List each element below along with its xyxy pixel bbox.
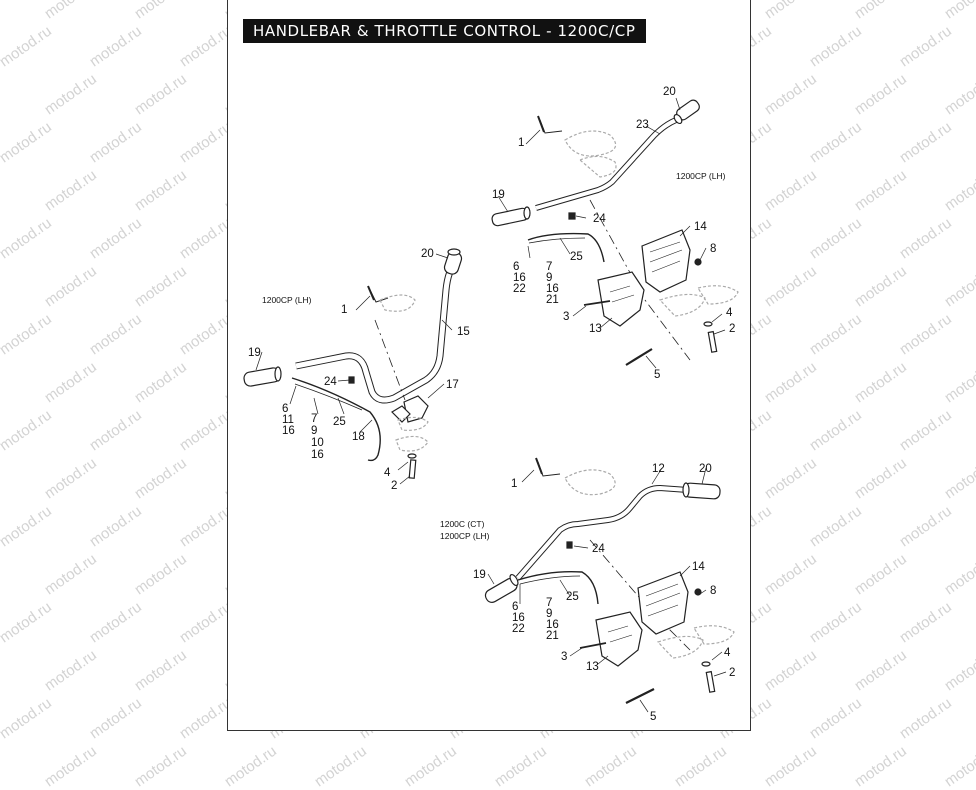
page-title: HANDLEBAR & THROTTLE CONTROL - 1200C/CP bbox=[243, 19, 646, 43]
callout-left-15: 15 bbox=[457, 326, 470, 338]
callout-bottom-right-5: 5 bbox=[650, 711, 656, 723]
watermark-text: motod.ru bbox=[401, 742, 460, 790]
callout-left-10: 10 bbox=[311, 437, 324, 449]
callout-left-19: 19 bbox=[248, 347, 261, 359]
variant-note-bottom-2: 1200CP (LH) bbox=[440, 531, 490, 541]
watermark-text: motod.ru bbox=[221, 742, 280, 790]
callout-bottom-right-9: 9 bbox=[546, 608, 552, 620]
callout-bottom-right-1: 1 bbox=[511, 478, 517, 490]
watermark-text: motod.ru bbox=[941, 742, 976, 790]
callout-bottom-right-14: 14 bbox=[692, 561, 705, 573]
watermark-text: motod.ru bbox=[131, 742, 190, 790]
callout-bottom-right-7: 7 bbox=[546, 597, 552, 609]
callout-top-right-14: 14 bbox=[694, 221, 707, 233]
callout-bottom-right-13: 13 bbox=[586, 661, 599, 673]
callout-top-right-19: 19 bbox=[492, 189, 505, 201]
callout-top-right-22: 22 bbox=[513, 283, 526, 295]
callout-left-25: 25 bbox=[333, 416, 346, 428]
assembly-left bbox=[243, 248, 463, 479]
callout-left-7: 7 bbox=[311, 413, 317, 425]
callout-bottom-right-4: 4 bbox=[724, 647, 731, 659]
callout-bottom-right-21: 21 bbox=[546, 630, 559, 642]
leader-lines bbox=[255, 97, 727, 713]
watermark-text: motod.ru bbox=[851, 742, 910, 790]
callout-left-2: 2 bbox=[391, 480, 397, 492]
callout-left-1: 1 bbox=[341, 304, 347, 316]
assembly-top-right bbox=[491, 99, 739, 366]
callout-bottom-right-25: 25 bbox=[566, 591, 579, 603]
callout-top-right-9: 9 bbox=[546, 272, 552, 284]
callout-bottom-right-22: 22 bbox=[512, 623, 525, 635]
callout-top-right-2: 2 bbox=[729, 323, 735, 335]
watermark-text: motod.ru bbox=[761, 742, 820, 790]
callout-left-6: 6 bbox=[282, 403, 288, 415]
callout-top-right-25: 25 bbox=[570, 251, 583, 263]
callout-left-16: 16 bbox=[311, 449, 324, 461]
callout-top-right-16: 16 bbox=[513, 272, 526, 284]
callout-bottom-right-16: 16 bbox=[546, 619, 559, 631]
variant-note-top: 1200CP (LH) bbox=[676, 171, 726, 181]
callout-labels: 2023119241482561622791621313425201151924… bbox=[248, 86, 735, 723]
callout-bottom-right-20: 20 bbox=[699, 463, 712, 475]
callout-left-20: 20 bbox=[421, 248, 434, 260]
callout-left-9: 9 bbox=[311, 425, 317, 437]
assembly-bottom-right bbox=[484, 457, 735, 704]
callout-top-right-3: 3 bbox=[563, 311, 569, 323]
callout-left-16: 16 bbox=[282, 425, 295, 437]
variant-note-left: 1200CP (LH) bbox=[262, 295, 312, 305]
callout-left-18: 18 bbox=[352, 431, 365, 443]
callout-bottom-right-6: 6 bbox=[512, 601, 518, 613]
callout-top-right-1: 1 bbox=[518, 137, 524, 149]
callout-left-17: 17 bbox=[446, 379, 459, 391]
callout-left-24: 24 bbox=[324, 376, 337, 388]
callout-bottom-right-8: 8 bbox=[710, 585, 716, 597]
callout-top-right-5: 5 bbox=[654, 369, 660, 381]
grip-19-top bbox=[491, 206, 531, 227]
handlebar-12 bbox=[515, 484, 689, 580]
variant-note-bottom-1: 1200C (CT) bbox=[440, 519, 485, 529]
callout-left-4: 4 bbox=[384, 467, 391, 479]
callout-top-right-6: 6 bbox=[513, 261, 519, 273]
grip-20-top bbox=[673, 99, 700, 125]
watermark-text: motod.ru bbox=[311, 742, 370, 790]
callout-bottom-right-19: 19 bbox=[473, 569, 486, 581]
callout-bottom-right-2: 2 bbox=[729, 667, 735, 679]
handlebar-15 bbox=[295, 259, 459, 404]
callout-top-right-4: 4 bbox=[726, 307, 733, 319]
callout-bottom-right-24: 24 bbox=[592, 543, 605, 555]
exploded-view-drawing: 2023119241482561622791621313425201151924… bbox=[243, 86, 739, 723]
callout-top-right-20: 20 bbox=[663, 86, 676, 98]
callout-top-right-24: 24 bbox=[593, 213, 606, 225]
callout-top-right-13: 13 bbox=[589, 323, 602, 335]
callout-top-right-8: 8 bbox=[710, 243, 716, 255]
callout-bottom-right-3: 3 bbox=[561, 651, 567, 663]
callout-top-right-21: 21 bbox=[546, 294, 559, 306]
callout-top-right-23: 23 bbox=[636, 119, 649, 131]
callout-top-right-7: 7 bbox=[546, 261, 552, 273]
callout-bottom-right-12: 12 bbox=[652, 463, 665, 475]
callout-left-11: 11 bbox=[282, 414, 294, 426]
watermark-text: motod.ru bbox=[491, 742, 550, 790]
watermark-text: motod.ru bbox=[41, 742, 100, 790]
callout-bottom-right-16: 16 bbox=[512, 612, 525, 624]
watermark-text: motod.ru bbox=[671, 742, 730, 790]
watermark-text: motod.ru bbox=[581, 742, 640, 790]
callout-top-right-16: 16 bbox=[546, 283, 559, 295]
